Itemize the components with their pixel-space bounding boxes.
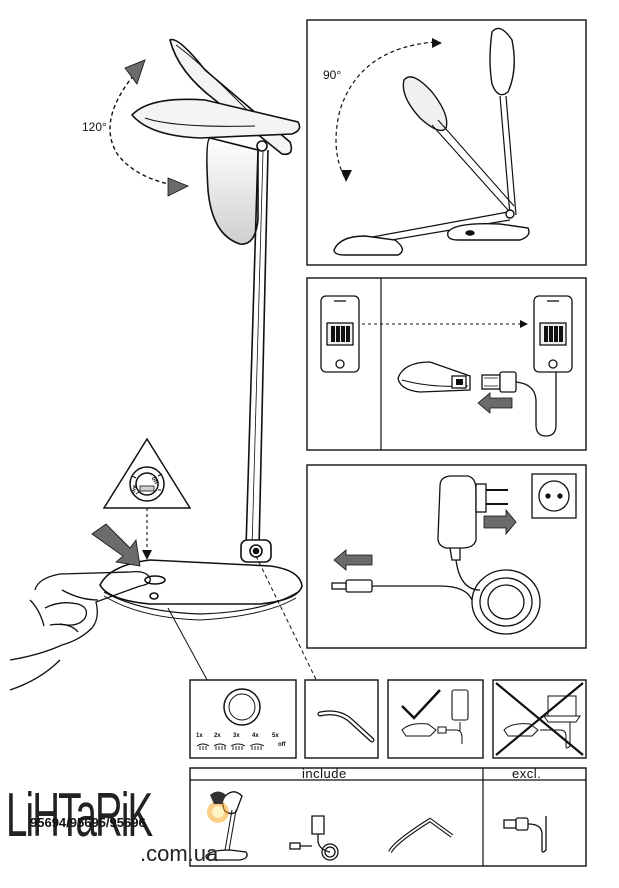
panel-fold [306,19,587,266]
hand-drawing [9,570,151,691]
main-lamp-drawing [99,38,303,621]
dimmer-triangle-icon [102,437,192,509]
brightness-level-5: 5x [272,733,279,739]
panel-brightness [189,679,297,759]
include-header: include [302,766,347,781]
arrow-right-icon [167,177,189,197]
rotation-arc-120 [109,69,181,187]
watermark-lamp-graphic [207,791,229,823]
watermark-domain: .com.ua [140,841,219,866]
brightness-level-3: 3x [233,733,240,739]
brightness-level-off: off [278,742,286,748]
panel-allen-key [304,679,379,759]
checkmark-icon [401,689,441,720]
cable-arrow-icon [333,549,373,571]
panel-laptop-not-allowed [492,679,587,759]
press-arrow-icon [91,523,141,567]
cross-icon [495,682,584,756]
model-numbers: 95694/95695/95696 [30,815,146,830]
plug-in-arrow-icon [483,508,517,536]
panel-phone-charge [306,277,587,451]
arrow-up-left-icon [124,59,146,85]
brightness-level-2: 2x [214,733,221,739]
arm-fold-angle-label: 90° [323,68,342,82]
brightness-level-4: 4x [252,733,259,739]
brightness-level-1: 1x [196,733,203,739]
watermark-brand: LiHTaRiK [6,781,153,850]
panel-power-adapter [306,464,587,649]
panel-usb-ok [387,679,484,759]
head-tilt-angle-label: 120° [82,120,107,134]
parts-table [189,767,587,867]
exclude-header: excl. [512,766,542,781]
insert-arrow-icon [477,392,513,414]
